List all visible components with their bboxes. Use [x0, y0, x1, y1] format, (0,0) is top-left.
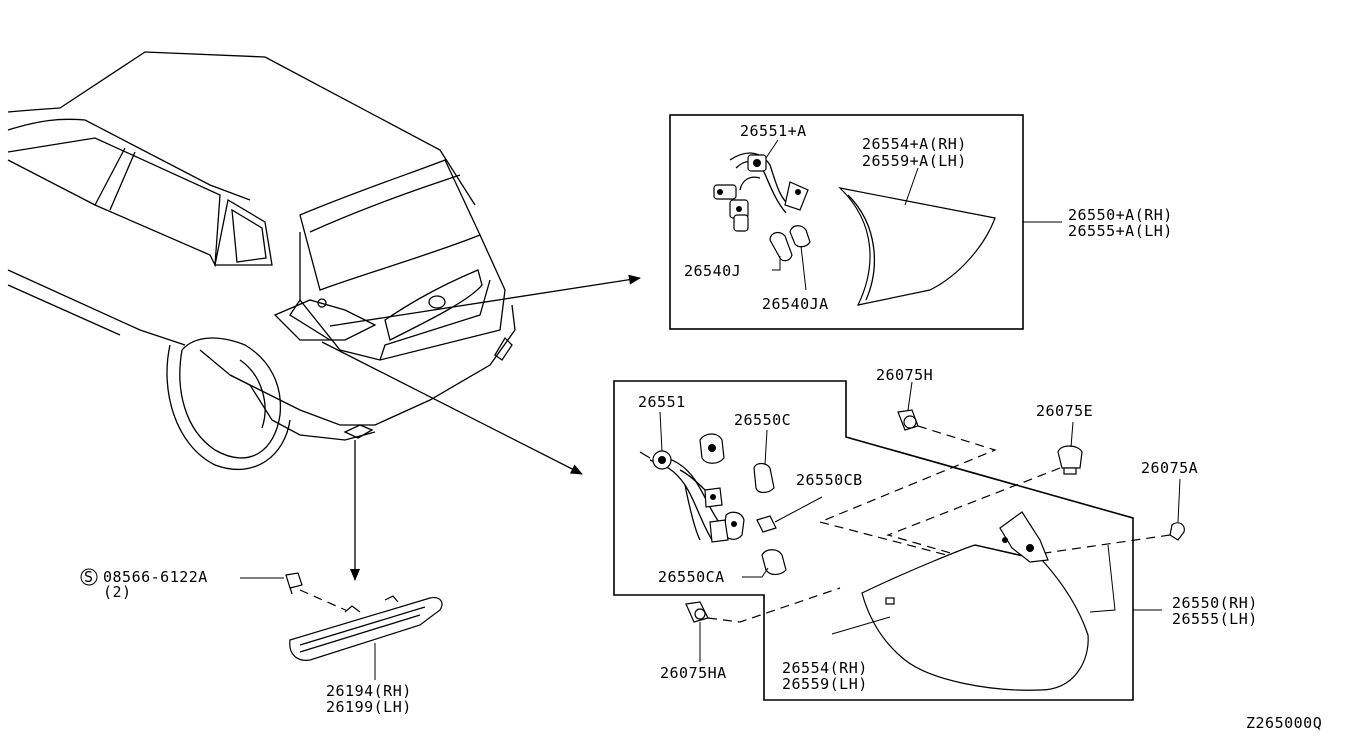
lower-inset-outline — [613, 380, 1134, 701]
label-26550CA: 26550CA — [658, 568, 725, 586]
label-26194-rh: 26194(RH) — [326, 682, 412, 700]
clip-26075H — [897, 409, 919, 431]
dash-path-screw — [299, 589, 351, 613]
leader-26550C — [764, 429, 768, 466]
label-26075H: 26075H — [876, 366, 933, 384]
socket-harness-26551 — [639, 433, 745, 543]
dash-path-a — [1044, 534, 1171, 554]
label-26075HA: 26075HA — [660, 664, 727, 682]
label-26559-lh: 26559(LH) — [782, 675, 868, 693]
label-screw-part: 08566-6122A — [103, 568, 208, 586]
leader-26075A — [1177, 478, 1181, 523]
arrow-to-lower-inset — [321, 341, 583, 475]
leader-26550CA — [742, 567, 769, 578]
vehicle-rear-illustration — [7, 51, 516, 471]
label-26540JA: 26540JA — [762, 295, 829, 313]
leader-26075H — [907, 381, 913, 411]
rear-reflector-26194 — [289, 595, 443, 661]
dash-path-e — [886, 467, 1061, 561]
part-labels: 26551+A 26554+A(RH) 26559+A(LH) 26550+A(… — [84, 122, 1322, 732]
arrow-to-upper-inset — [329, 274, 641, 327]
label-26199-lh: 26199(LH) — [326, 698, 412, 716]
clip-26075E — [1057, 445, 1083, 475]
socket-harness-26551A — [713, 152, 809, 232]
s-symbol-circle — [80, 568, 98, 586]
leader-26551A — [765, 139, 779, 159]
label-26559A-lh: 26559+A(LH) — [862, 152, 967, 170]
screw-08566 — [285, 572, 303, 595]
leader-26540J — [772, 256, 781, 271]
label-26551: 26551 — [638, 393, 686, 411]
label-26550A-rh: 26550+A(RH) — [1068, 206, 1173, 224]
label-26540J: 26540J — [684, 262, 741, 280]
label-26554A-rh: 26554+A(RH) — [862, 135, 967, 153]
clip-26075HA — [685, 601, 709, 623]
bulbs-26540 — [769, 225, 811, 262]
label-26075A: 26075A — [1141, 459, 1198, 477]
leader-26551 — [659, 411, 663, 452]
label-screw-qty: (2) — [103, 583, 132, 601]
lens-26554A — [838, 187, 996, 306]
leader-26540JA — [800, 245, 807, 291]
leader-26554 — [831, 616, 891, 635]
label-26550-rh: 26550(RH) — [1172, 594, 1258, 612]
label-26555A-lh: 26555+A(LH) — [1068, 222, 1173, 240]
label-26551A: 26551+A — [740, 122, 807, 140]
label-26550C: 26550C — [734, 411, 791, 429]
leader-26550CB — [774, 496, 823, 523]
label-26554-rh: 26554(RH) — [782, 659, 868, 677]
leader-26075E — [1070, 421, 1074, 448]
clip-26075A — [1169, 522, 1185, 541]
dash-path-ha — [707, 587, 841, 623]
diagram-id: Z265000Q — [1246, 714, 1322, 732]
label-26550CB: 26550CB — [796, 471, 863, 489]
label-26075E: 26075E — [1036, 402, 1093, 420]
rear-combination-lamp-26550 — [861, 511, 1116, 691]
leader-26554A — [904, 167, 919, 206]
label-26555-lh: 26555(LH) — [1172, 610, 1258, 628]
label-screw-symbol: S — [84, 568, 94, 586]
